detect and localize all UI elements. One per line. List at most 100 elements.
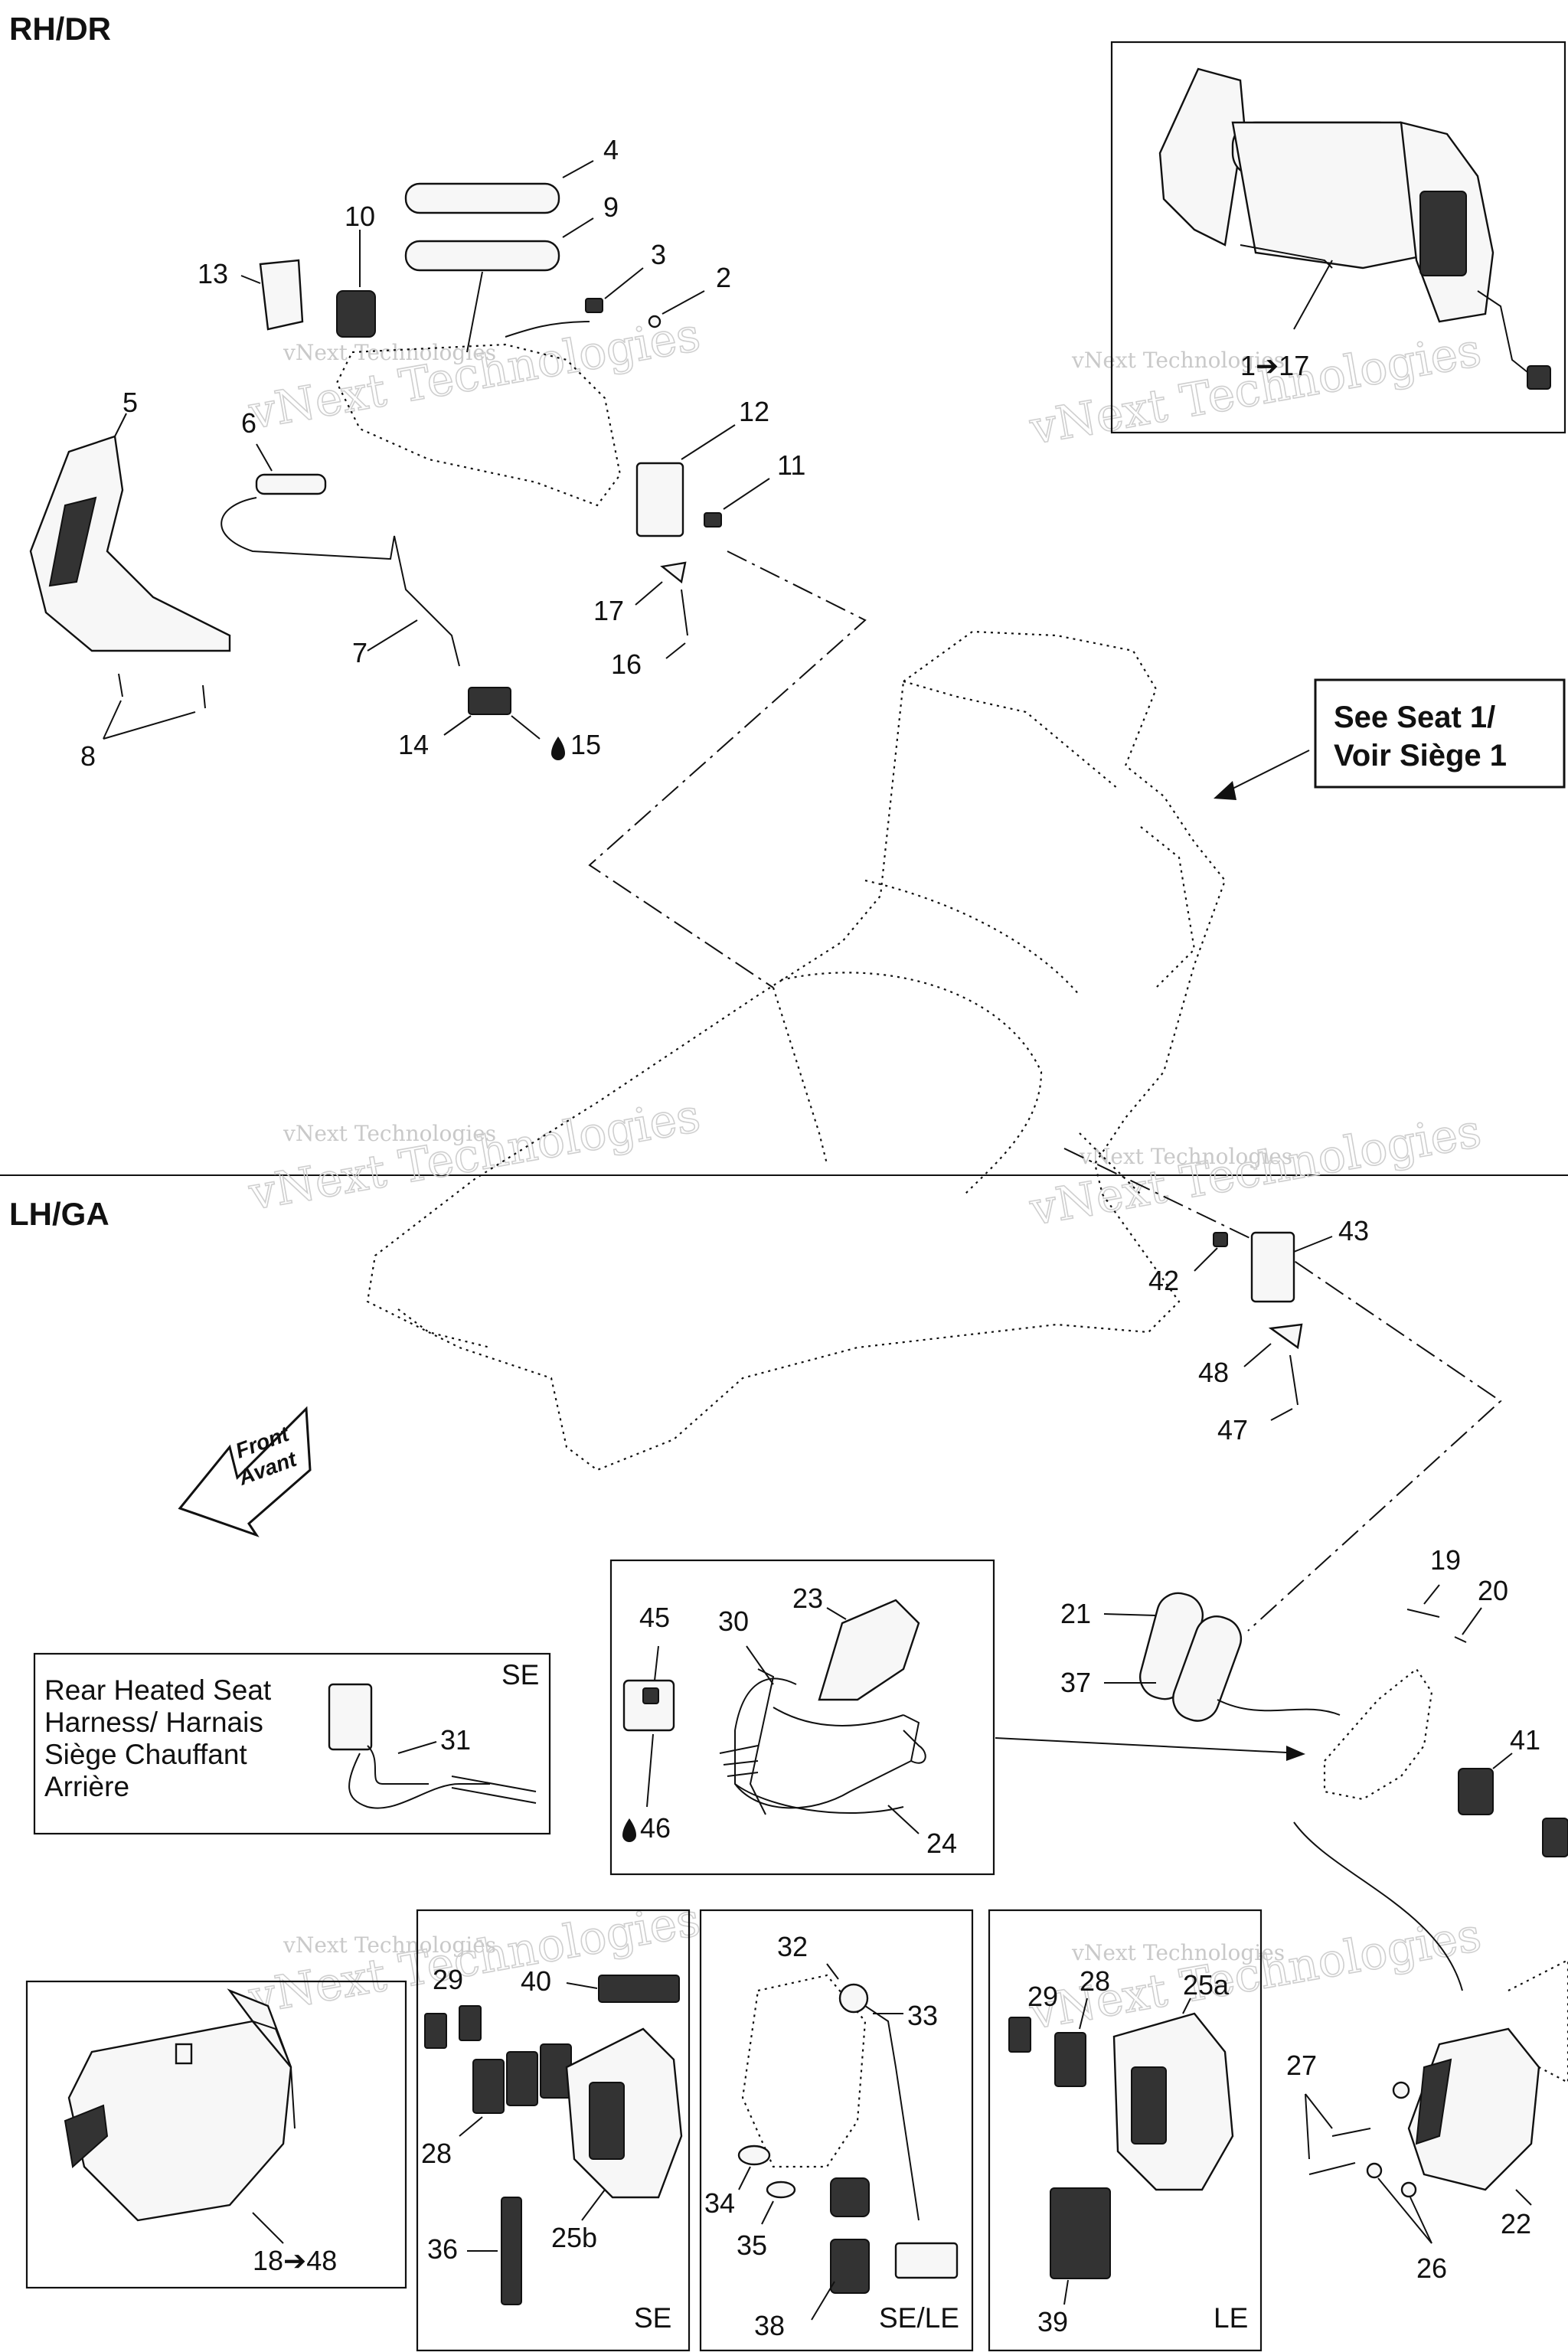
rocker-28a — [472, 2059, 505, 2114]
callout-9: 9 — [603, 191, 619, 223]
callout-45: 45 — [639, 1602, 670, 1633]
callout-21: 21 — [1060, 1598, 1091, 1629]
screw-8a — [118, 673, 123, 697]
switch-29a — [424, 2013, 447, 2049]
leader-line — [1423, 1584, 1440, 1605]
rh-assembly-drawing — [1158, 67, 1551, 390]
leader-line — [103, 711, 196, 740]
callout-39: 39 — [1037, 2306, 1068, 2337]
decal-36 — [501, 2197, 522, 2305]
callout-29a: 29 — [433, 1964, 463, 1995]
washer-35 — [766, 2180, 796, 2199]
rh-assembly-inset — [1110, 41, 1566, 434]
leader-line — [1377, 2177, 1432, 2244]
handle-edge — [1542, 1818, 1568, 1857]
callout-2: 2 — [716, 262, 731, 293]
callout-36: 36 — [427, 2233, 458, 2265]
callout-40: 40 — [521, 1965, 551, 1997]
liquid-drop-icon — [551, 737, 565, 760]
bushing-17 — [660, 561, 687, 584]
leader-line — [604, 267, 644, 299]
leader-line — [466, 271, 483, 353]
callout-17: 17 — [593, 595, 624, 626]
rear-heated-seat-tag: SE — [501, 1659, 539, 1690]
callout-33: 33 — [907, 2000, 938, 2031]
section-header-rh: RH/DR — [9, 11, 111, 47]
leader-line — [665, 642, 686, 659]
callout-48: 48 — [1198, 1357, 1229, 1388]
leader-line — [646, 1733, 654, 1808]
callout-37: 37 — [1060, 1667, 1091, 1698]
callout-34: 34 — [704, 2187, 735, 2219]
watermark-text: vNext Technologies — [283, 340, 496, 365]
watermark-group: vNext Technologies vNext Technologies vN… — [244, 308, 1486, 2041]
callout-4: 4 — [603, 134, 619, 165]
knob-wire — [864, 2005, 920, 2221]
screw-27c — [1308, 2162, 1356, 2175]
grip-37 — [1172, 1615, 1243, 1722]
lower-housing-outline — [1323, 1668, 1433, 1801]
leader-line — [1079, 1998, 1088, 2030]
callout-11: 11 — [777, 449, 805, 481]
callout-35: 35 — [737, 2230, 767, 2261]
callout-24: 24 — [926, 1828, 957, 1859]
screw-8b — [202, 684, 206, 709]
sele-panel-tag: SE/LE — [879, 2302, 959, 2334]
decal-40 — [598, 1975, 680, 2003]
callout-30: 30 — [718, 1606, 749, 1637]
callout-26: 26 — [1416, 2252, 1447, 2284]
clip-20 — [1454, 1636, 1467, 1643]
leader-line — [662, 290, 705, 315]
handle-13 — [259, 259, 304, 331]
switch-plate-41 — [1458, 1768, 1494, 1815]
housing-25b-slot — [589, 2082, 625, 2160]
leader-curve — [1217, 1699, 1341, 1716]
switch-29-le — [1008, 2017, 1031, 2053]
callout-7: 7 — [352, 637, 368, 668]
lh-assembly-drawing — [64, 1988, 296, 2222]
leader-line — [1182, 1998, 1191, 2014]
callout-22: 22 — [1501, 2208, 1531, 2239]
callout-15: 15 — [570, 729, 601, 760]
leader-line — [397, 1741, 437, 1754]
bracket-43 — [1250, 1231, 1295, 1303]
leader-line — [562, 217, 594, 238]
callout-19: 19 — [1430, 1544, 1461, 1576]
leader-line — [811, 2281, 835, 2321]
leader-line — [826, 1607, 847, 1620]
leader-line — [1063, 2279, 1069, 2305]
rear-heated-seat-box — [33, 1652, 551, 1835]
leader-curve — [1293, 1821, 1463, 1991]
leader-line — [252, 2212, 284, 2244]
housing-25a-slot — [1131, 2066, 1167, 2145]
bolt-16 — [681, 589, 688, 636]
watermark-text: vNext Technologies — [1071, 1940, 1285, 1965]
leader-line — [826, 1963, 839, 1980]
screw-19 — [1406, 1609, 1440, 1618]
callout-31: 31 — [440, 1724, 471, 1756]
dash-leader — [1063, 1148, 1502, 1632]
heater-element-6 — [255, 473, 327, 495]
housing-25a — [1112, 2012, 1234, 2191]
callout-47: 47 — [1217, 1414, 1248, 1446]
seat-outline — [366, 630, 1227, 1472]
cover-5 — [29, 435, 231, 652]
lh-assembly-inset — [25, 1980, 407, 2289]
callout-42: 42 — [1148, 1265, 1179, 1296]
callout-25b: 25b — [551, 2222, 597, 2253]
callout-13: 13 — [198, 258, 228, 289]
leader-line — [635, 581, 663, 606]
handlebar-drawing — [719, 1599, 926, 1815]
leader-line — [566, 1982, 598, 1989]
screw-26b — [1400, 2181, 1417, 2198]
watermark-text: vNext Technologies — [1079, 1144, 1292, 1169]
leader-line — [367, 619, 418, 652]
arrow-head — [1214, 781, 1236, 800]
callout-3: 3 — [651, 239, 666, 270]
leader-line — [746, 1645, 774, 1685]
clip-3 — [585, 298, 603, 313]
leader-line — [1305, 2093, 1310, 2160]
callout-5: 5 — [122, 387, 138, 418]
rear-heated-seat-line1: Rear Heated Seat — [44, 1674, 272, 1706]
decal-39 — [1050, 2187, 1111, 2279]
